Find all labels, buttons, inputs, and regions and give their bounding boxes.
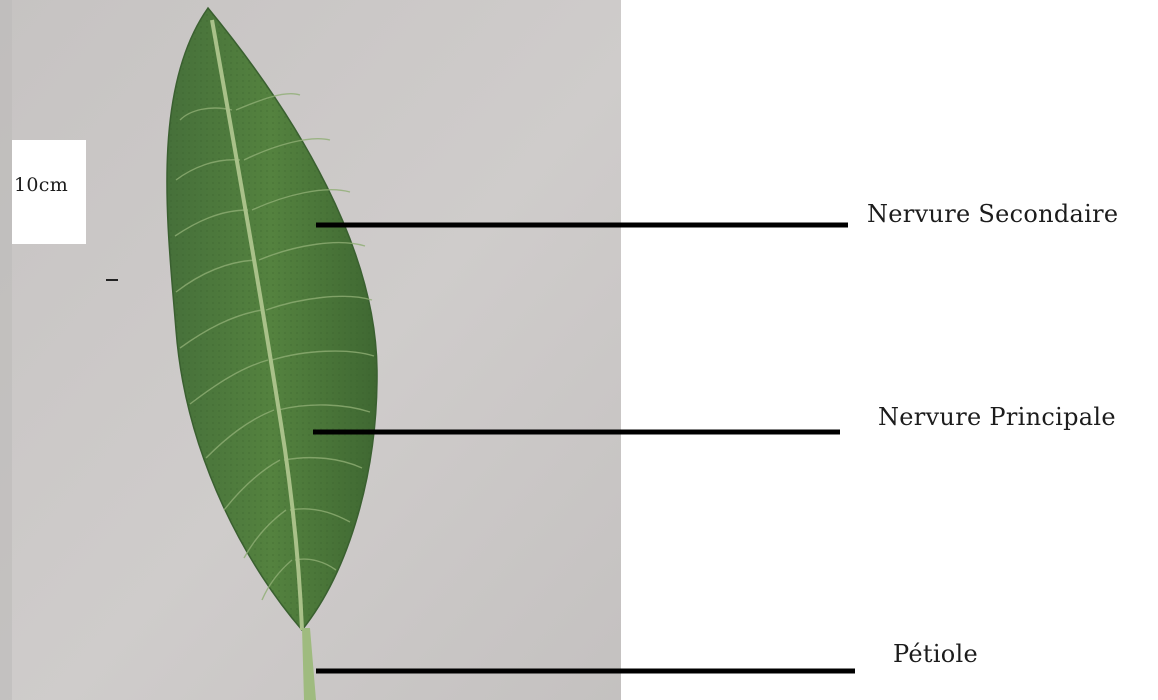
scale-label: 10cm — [14, 174, 68, 196]
label-main-vein: Nervure Principale — [878, 403, 1116, 431]
scale-bar — [106, 279, 118, 281]
label-petiole: Pétiole — [893, 640, 978, 668]
label-secondary-vein: Nervure Secondaire — [867, 200, 1118, 228]
